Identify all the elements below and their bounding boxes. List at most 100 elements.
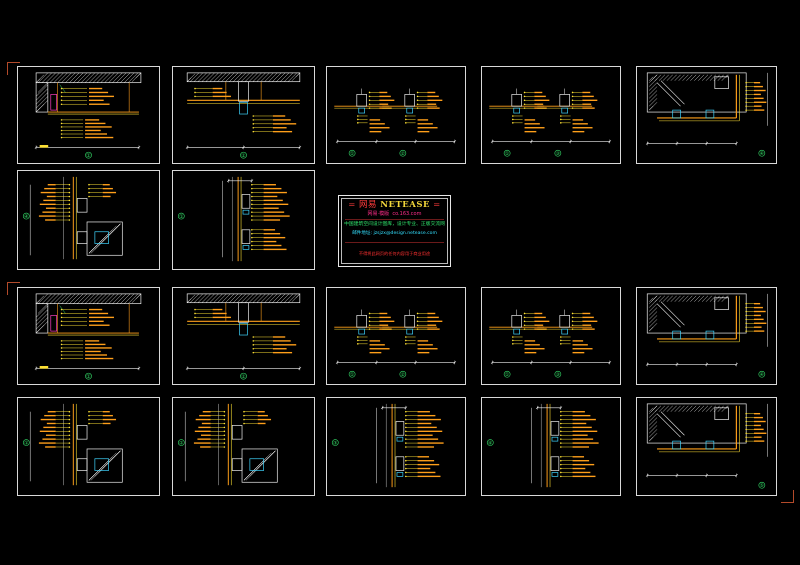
leader-dot xyxy=(68,422,71,425)
drawing-rect xyxy=(406,107,413,114)
drawing-rect xyxy=(572,123,588,125)
drawing-rect xyxy=(572,475,596,478)
sheet-linework xyxy=(29,403,123,486)
drawing-sheet-r4c2[interactable]: ② xyxy=(172,397,315,496)
drawing-rect xyxy=(45,446,56,448)
leader-dot xyxy=(523,91,526,94)
detail-mark-label: ④ xyxy=(488,440,492,446)
drawing-rect xyxy=(263,248,287,251)
leader-dot xyxy=(60,133,63,135)
drawing-sheet-r3c2[interactable]: ② xyxy=(172,287,315,385)
drawing-rect xyxy=(754,424,761,427)
drawing-rect xyxy=(102,184,110,186)
leader-dot xyxy=(223,430,226,433)
drawing-line xyxy=(649,433,658,442)
drawing-sheet-r4c5[interactable]: ⑤ xyxy=(636,397,777,496)
drawing-rect xyxy=(582,103,592,105)
leader-dot xyxy=(560,475,562,478)
drawing-rect xyxy=(85,354,108,356)
leader-dot xyxy=(405,438,407,440)
drawing-line xyxy=(256,72,266,82)
drawing-rect xyxy=(754,436,762,438)
drawing-line xyxy=(686,405,693,412)
drawing-sheet-r1c2[interactable]: ② xyxy=(172,66,315,164)
leader-dot xyxy=(223,426,226,429)
detail-mark-label: ① xyxy=(179,214,183,220)
drawing-rect xyxy=(44,414,56,417)
drawing-rect xyxy=(417,351,430,354)
drawing-line xyxy=(273,450,276,454)
drawing-sheet-r2c2[interactable]: ① xyxy=(172,170,315,270)
drawing-sheet-r4c4[interactable]: ④ xyxy=(481,397,621,496)
leader-dot xyxy=(745,302,747,305)
leader-dot xyxy=(60,91,63,94)
drawing-rect xyxy=(194,430,211,432)
leader-dot xyxy=(405,456,407,458)
drawing-rect xyxy=(582,324,592,326)
drawing-line xyxy=(295,293,300,298)
drawing-rect xyxy=(35,293,142,305)
leader-dot xyxy=(368,320,371,323)
drawing-line xyxy=(209,293,219,303)
drawing-line xyxy=(666,405,673,412)
drawing-rect xyxy=(379,95,391,98)
drawing-rect xyxy=(85,122,106,125)
drawing-line xyxy=(649,413,658,422)
drawing-rect xyxy=(524,340,536,342)
drawing-rect xyxy=(263,207,279,209)
drawing-line xyxy=(92,72,103,83)
leader-dot xyxy=(252,115,255,117)
leader-dot xyxy=(68,215,71,217)
drawing-rect xyxy=(646,403,747,444)
drawing-line xyxy=(268,293,278,303)
leader-dot xyxy=(416,107,419,109)
drawing-line xyxy=(649,307,658,316)
stamp-title-en: NETEASE xyxy=(380,200,430,210)
drawing-sheet-r3c1[interactable]: ① xyxy=(17,287,160,385)
drawing-rect xyxy=(572,446,590,448)
drawing-sheet-r4c1[interactable]: ① xyxy=(17,397,160,496)
leader-dot xyxy=(223,422,226,425)
leader-dot xyxy=(745,322,747,325)
drawing-line xyxy=(124,293,135,304)
leader-dot xyxy=(416,324,419,327)
drawing-rect xyxy=(534,316,546,319)
drawing-sheet-r3c5[interactable]: ④ xyxy=(636,287,777,385)
drawing-rect xyxy=(754,302,761,305)
leader-dot xyxy=(223,442,226,444)
leader-dot xyxy=(560,343,562,345)
drawing-line xyxy=(652,74,658,79)
drawing-line xyxy=(660,301,685,326)
leader-dot xyxy=(68,191,71,194)
sheet-linework xyxy=(184,403,278,486)
stamp-url[interactable]: co.163.com xyxy=(392,211,422,217)
drawing-sheet-r1c1[interactable]: ① xyxy=(17,66,160,164)
leader-dot xyxy=(405,339,407,342)
leader-dot xyxy=(745,101,747,104)
drawing-line xyxy=(721,295,728,302)
drawing-line xyxy=(120,72,131,83)
drawing-line xyxy=(35,309,49,322)
drawing-line xyxy=(701,405,709,412)
drawing-sheet-r4c3[interactable]: ③ xyxy=(326,397,466,496)
drawing-sheet-r1c5[interactable]: ④ xyxy=(636,66,777,164)
drawing-line xyxy=(96,72,107,83)
drawing-line xyxy=(698,405,705,412)
leader-dot xyxy=(560,467,562,470)
detail-mark-bubble xyxy=(240,372,247,380)
drawing-rect xyxy=(379,91,388,94)
drawing-line xyxy=(287,72,298,82)
drawing-line xyxy=(678,295,685,302)
leader-dot xyxy=(745,89,747,92)
drawing-line xyxy=(35,321,49,334)
leader-dot xyxy=(60,312,63,315)
detail-mark-label: ① xyxy=(505,151,509,157)
drawing-sheet-r2c1[interactable]: ④ xyxy=(17,170,160,270)
stamp-email[interactable]: jzsjzx@design.netease.com xyxy=(373,231,437,236)
leader-dot xyxy=(560,418,562,421)
drawing-rect xyxy=(572,422,587,425)
